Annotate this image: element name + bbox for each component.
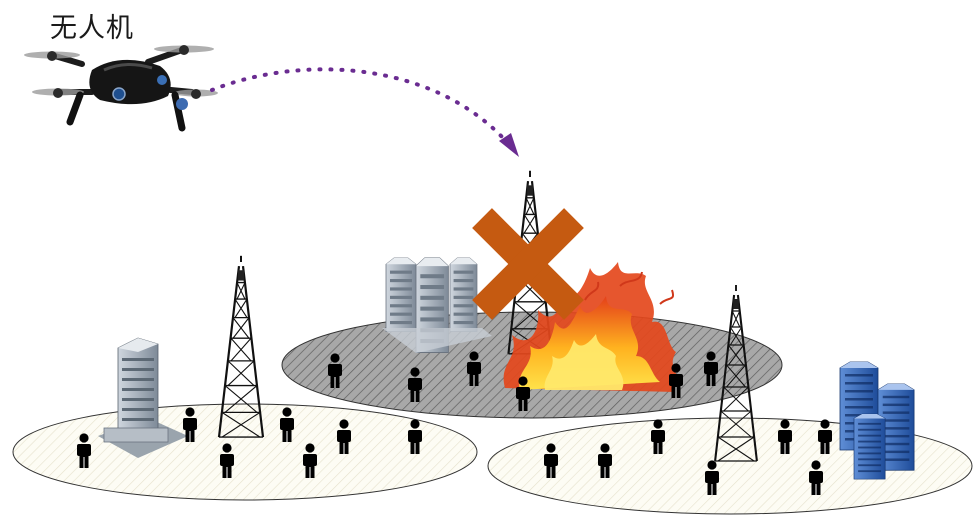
cross-icon: [472, 208, 584, 320]
building-icon: [98, 338, 188, 458]
drone-icon: [24, 45, 218, 128]
flight-path: [212, 69, 505, 140]
building-icon: [382, 258, 492, 353]
